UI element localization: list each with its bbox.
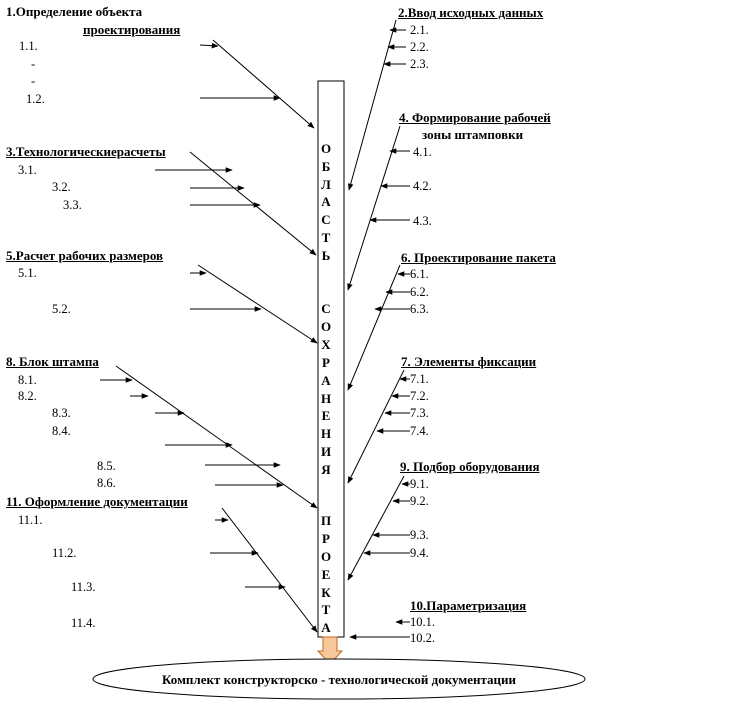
spine-letter: А [321, 373, 331, 388]
branch-5 [197, 264, 318, 344]
item-3-3: 3.3. [63, 198, 82, 212]
spine-letter: Н [320, 391, 332, 406]
item-8-4: 8.4. [52, 424, 71, 438]
result-label: Комплект конструкторско - технологическо… [162, 672, 516, 687]
item-3-1: 3.1. [18, 163, 37, 177]
group-11-title: 11. Оформление документации [6, 494, 188, 509]
result-arrow [316, 636, 344, 665]
spine-letter: Е [321, 408, 331, 423]
item-7-1: 7.1. [410, 372, 429, 386]
item-9-3: 9.3. [410, 528, 429, 542]
item-2-1: 2.1. [410, 23, 429, 37]
item-11-4: 11.4. [71, 616, 96, 630]
spine-letter: Р [322, 531, 330, 546]
branch-2 [347, 19, 397, 191]
spine-letter: Е [321, 567, 331, 582]
item-9-4: 9.4. [410, 546, 429, 560]
branch-1 [212, 39, 315, 129]
item-7-3: 7.3. [410, 406, 429, 420]
branch-6 [347, 264, 401, 391]
item-11-3: 11.3. [71, 580, 96, 594]
item-8-2: 8.2. [18, 389, 37, 403]
item-6-2: 6.2. [410, 285, 429, 299]
spine-box [317, 80, 345, 638]
group-4-title: 4. Формирование рабочей [399, 110, 551, 125]
spine-letter: С [321, 212, 331, 227]
item-5-1: 5.1. [18, 266, 37, 280]
item-8-1: 8.1. [18, 373, 37, 387]
branch-8 [115, 365, 318, 509]
item-1-dash-b: - [31, 74, 36, 88]
item-1-2: 1.2. [26, 92, 45, 106]
branch-11 [221, 507, 318, 633]
spine-letter: Н [320, 426, 332, 441]
group-10-title: 10.Параметризация [410, 598, 527, 613]
group-1-title-line2: проектирования [83, 22, 181, 37]
branch-7 [347, 369, 405, 484]
branch-9 [347, 475, 405, 581]
group-2-title: 2.Ввод исходных данных [398, 5, 544, 20]
spine-letter: С [321, 301, 331, 316]
group-9-title: 9. Подбор оборудования [400, 459, 540, 474]
item-3-2: 3.2. [52, 180, 71, 194]
spine-letter: П [320, 513, 332, 528]
arrow-1-1 [199, 42, 219, 49]
spine-letter: О [320, 141, 332, 156]
item-11-2: 11.2. [52, 546, 77, 560]
item-10-2: 10.2. [410, 631, 435, 645]
item-4-2: 4.2. [413, 179, 432, 193]
group-7-title: 7. Элементы фиксации [401, 354, 537, 369]
spine-letter: Ь [321, 248, 331, 263]
group-4-title-line2: зоны штамповки [422, 127, 524, 142]
spine-letter: А [321, 620, 331, 635]
spine-letter: К [321, 585, 331, 600]
group-5-title: 5.Расчет рабочих размеров [6, 248, 164, 263]
item-2-3: 2.3. [410, 57, 429, 71]
item-7-2: 7.2. [410, 389, 429, 403]
spine-letter: Б [321, 159, 331, 174]
item-2-2: 2.2. [410, 40, 429, 54]
spine-letter: Л [321, 177, 331, 192]
item-1-1: 1.1. [19, 39, 38, 53]
item-6-3: 6.3. [410, 302, 429, 316]
spine-letter: Т [321, 230, 331, 245]
item-9-1: 9.1. [410, 477, 429, 491]
item-6-1: 6.1. [410, 267, 429, 281]
item-11-1: 11.1. [18, 513, 43, 527]
spine-letter: Х [321, 337, 331, 352]
spine-letter: О [320, 319, 332, 334]
item-8-6: 8.6. [97, 476, 116, 490]
group-3-title: 3.Технологическиерасчеты [6, 144, 166, 159]
spine-letter: И [320, 444, 332, 459]
item-4-3: 4.3. [413, 214, 432, 228]
branch-3 [189, 151, 317, 256]
item-8-5: 8.5. [97, 459, 116, 473]
result-ellipse [92, 658, 586, 700]
item-10-1: 10.1. [410, 615, 435, 629]
spine-letter: А [321, 194, 331, 209]
item-1-dash-a: - [31, 57, 36, 71]
item-4-1: 4.1. [413, 145, 432, 159]
item-8-3: 8.3. [52, 406, 71, 420]
group-1-title: 1.Определение объекта [6, 4, 143, 19]
spine-letter: О [320, 549, 332, 564]
spine-letter: Р [322, 355, 330, 370]
group-8-title: 8. Блок штампа [6, 354, 99, 369]
item-5-2: 5.2. [52, 302, 71, 316]
spine-letter: Я [321, 462, 331, 477]
group-6-title: 6. Проектирование пакета [401, 250, 556, 265]
item-9-2: 9.2. [410, 494, 429, 508]
spine-letter: Т [321, 602, 331, 617]
item-7-4: 7.4. [410, 424, 429, 438]
